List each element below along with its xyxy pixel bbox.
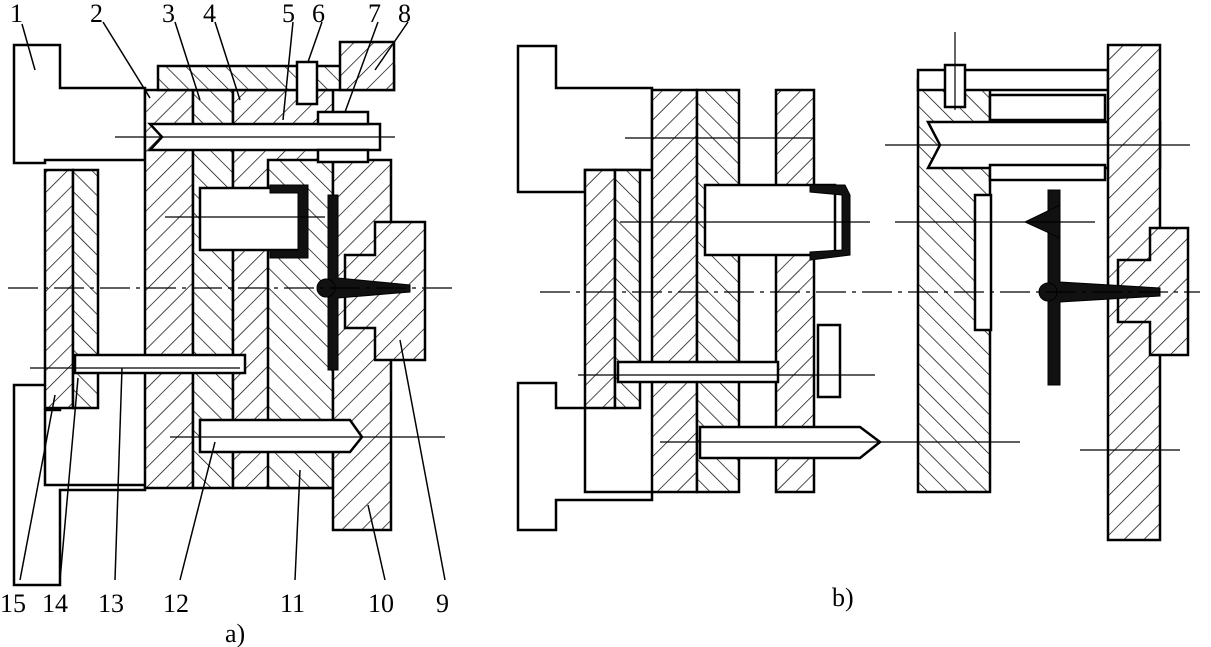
puller-plate xyxy=(973,193,993,332)
part-label: 10 xyxy=(368,589,394,618)
part-label: 2 xyxy=(90,0,103,28)
lower-guide-pin xyxy=(198,418,364,454)
core-insert xyxy=(198,186,302,252)
part-label: 5 xyxy=(282,0,295,28)
caption-a: a) xyxy=(225,619,245,647)
leader xyxy=(399,339,446,581)
top-side-block xyxy=(338,40,396,92)
push-rod xyxy=(616,360,780,384)
ejector-retainer-plate xyxy=(43,168,75,410)
part-label: 11 xyxy=(280,589,305,618)
leader xyxy=(374,21,409,71)
leader xyxy=(59,377,79,581)
spring xyxy=(988,93,1107,122)
leader xyxy=(19,394,56,581)
ejector-retainer-plate xyxy=(583,168,617,410)
part-label: 8 xyxy=(398,0,411,28)
spring xyxy=(988,163,1107,182)
leader xyxy=(367,504,386,581)
leader xyxy=(282,21,294,121)
clamp-plate-bottom xyxy=(12,383,147,587)
spring-bottom xyxy=(316,148,370,164)
leader xyxy=(294,469,301,581)
leader xyxy=(344,21,379,113)
leader xyxy=(179,441,216,581)
caption-b: b) xyxy=(832,583,854,612)
part-label: 14 xyxy=(42,589,68,618)
spring-top xyxy=(316,110,370,126)
part-label: 9 xyxy=(436,589,449,618)
core-plate xyxy=(695,88,741,494)
leader xyxy=(214,21,241,101)
part-label: 3 xyxy=(162,0,175,28)
runner xyxy=(327,194,411,371)
leader xyxy=(174,21,201,101)
part-label: 1 xyxy=(10,0,23,28)
side-block xyxy=(816,323,842,399)
core-insert xyxy=(703,183,837,257)
leader xyxy=(21,23,36,71)
view-a: 1 2 3 4 5 6 7 8 9 10 11 12 13 14 15 a) xyxy=(0,0,455,647)
leader xyxy=(102,21,151,99)
leader xyxy=(114,367,123,581)
stop-pin xyxy=(295,60,319,106)
molded-part xyxy=(269,184,309,259)
push-rod xyxy=(73,353,247,375)
part-label: 7 xyxy=(368,0,381,28)
support-plate xyxy=(650,88,699,494)
part-label: 13 xyxy=(98,589,124,618)
view-b: b) xyxy=(516,32,1200,612)
part-label: 15 xyxy=(0,589,26,618)
leader xyxy=(307,21,323,63)
part-label: 4 xyxy=(203,0,216,28)
part-label: 6 xyxy=(312,0,325,28)
part-label: 12 xyxy=(163,589,189,618)
stripper-plate xyxy=(774,88,816,494)
